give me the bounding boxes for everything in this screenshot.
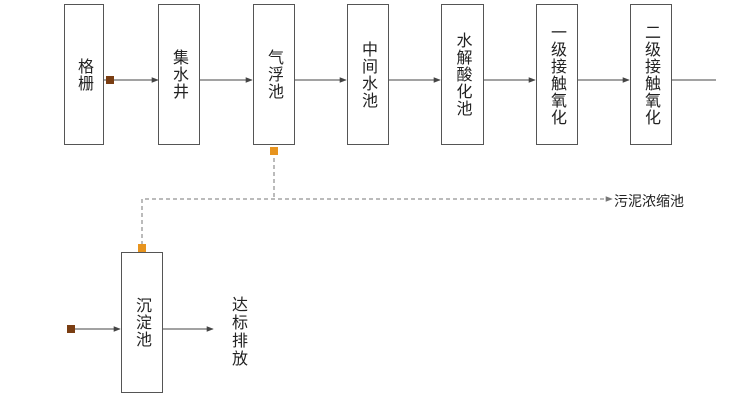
step-label-intermediate-pool: 中间水池 (359, 40, 378, 109)
step-box-contact-oxidation-2: 二级接触氧化 (630, 4, 672, 145)
step-label-flotation: 气浮池 (265, 49, 284, 100)
step-label-sedimentation: 沉淀池 (133, 297, 152, 348)
step-label-grille: 格栅 (75, 57, 94, 92)
sludge-inlet-marker (138, 244, 146, 252)
step-box-intermediate-pool: 中间水池 (347, 4, 389, 145)
sludge-outlet-marker (270, 147, 278, 155)
step-label-contact-oxidation-1: 一级接触氧化 (548, 23, 567, 126)
step-label-contact-oxidation-2: 二级接触氧化 (642, 23, 661, 126)
step-box-grille: 格栅 (64, 4, 104, 145)
step-label-hydrolysis: 水解酸化池 (453, 32, 473, 117)
step-label-collection-well: 集水井 (170, 49, 189, 100)
dashed-sludge-to-thickener (141, 196, 613, 252)
sedimentation-inlet-marker (67, 325, 75, 333)
step-box-sedimentation: 沉淀池 (121, 252, 163, 393)
discharge-label: 达标排放 (229, 296, 248, 368)
inlet-marker (106, 76, 114, 84)
step-box-hydrolysis: 水解酸化池 (441, 4, 484, 145)
sludge-thickener-label: 污泥浓缩池 (614, 194, 684, 210)
step-box-collection-well: 集水井 (158, 4, 200, 145)
step-box-flotation: 气浮池 (253, 4, 295, 145)
step-box-contact-oxidation-1: 一级接触氧化 (536, 4, 578, 145)
